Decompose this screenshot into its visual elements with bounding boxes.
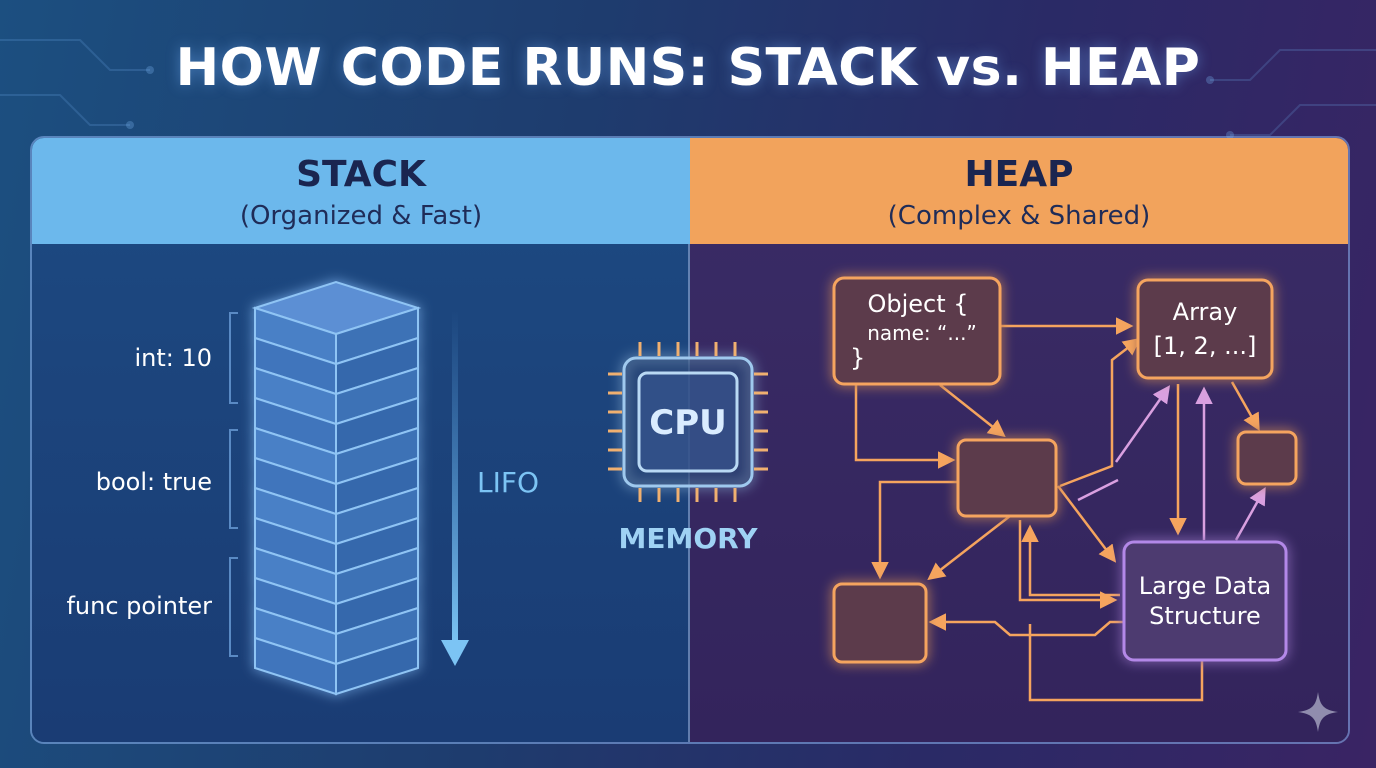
object-node-line-2: name: “...” <box>867 321 977 345</box>
heap-node-array <box>1136 278 1274 380</box>
array-node-line-1: Array <box>1173 298 1238 326</box>
memory-label: MEMORY <box>619 522 759 555</box>
lifo-label: LIFO <box>477 466 539 499</box>
stack-label-int: int: 10 <box>134 344 212 372</box>
stack-header: STACK (Organized & Fast) <box>32 138 690 244</box>
stack-heading: STACK <box>296 154 426 195</box>
stack-subheading: (Organized & Fast) <box>239 201 483 231</box>
heap-header: HEAP (Complex & Shared) <box>690 138 1348 244</box>
stack-brackets <box>229 312 238 657</box>
cpu-chip-icon <box>608 342 768 502</box>
stack-blocks <box>251 280 422 696</box>
object-node-line-3: } <box>850 344 865 372</box>
heap-connections <box>854 317 1260 702</box>
section-divider <box>688 244 690 742</box>
heap-heading: HEAP <box>964 154 1074 195</box>
large-node-line-1: Large Data <box>1139 572 1271 600</box>
heap-node-bottom-left <box>832 582 928 664</box>
heap-node-object <box>832 276 1002 386</box>
cpu-label: CPU <box>649 403 726 443</box>
page-title: HOW CODE RUNS: STACK vs. HEAP <box>175 38 1201 98</box>
heap-node-small <box>1236 430 1298 486</box>
sparkle-icon <box>1298 692 1338 732</box>
lifo-arrow <box>441 310 469 666</box>
large-node-line-2: Structure <box>1149 602 1261 630</box>
heap-node-center <box>956 438 1058 518</box>
stack-layer-right <box>335 636 419 696</box>
heap-subheading: (Complex & Shared) <box>887 201 1151 231</box>
object-node-line-1: Object { <box>867 290 968 318</box>
heap-node-large <box>1122 540 1288 662</box>
heap-connections-violet <box>1077 385 1266 541</box>
stack-label-bool: bool: true <box>96 468 212 496</box>
stack-label-func: func pointer <box>66 592 212 620</box>
array-node-line-2: [1, 2, ...] <box>1154 332 1257 360</box>
